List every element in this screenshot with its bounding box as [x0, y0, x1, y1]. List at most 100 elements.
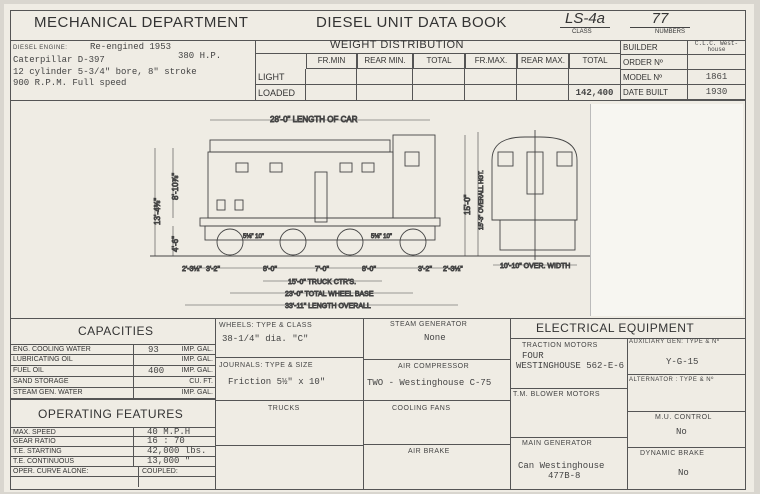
wheelbase-label: 23'-0" TOTAL WHEEL BASE: [285, 291, 374, 298]
weight-cell: [306, 69, 357, 85]
main-generator-value: Can Westinghouse: [518, 461, 605, 471]
capacity-unit: IMP. GAL.: [181, 389, 213, 396]
weight-cell: [357, 69, 413, 85]
divider: [363, 359, 511, 401]
builder-row-value: 1930: [688, 85, 746, 100]
axle-label: 5⅛" 10": [243, 234, 264, 240]
blower-motors-label: T.M. BLOWER MOTORS: [513, 391, 601, 398]
locomotive-drawing: 28'-0" LENGTH OF CAR 13'-4⅜" 8'-10⅞" 4'-…: [150, 115, 590, 310]
capacity-label: ENG. COOLING WATER: [13, 346, 91, 353]
weight-cell: [517, 69, 569, 85]
coupled-label: COUPLED:: [142, 468, 178, 475]
traction-motors-label: TRACTION MOTORS: [522, 342, 598, 349]
height-label: 15'-3" OVERALL HGT.: [479, 170, 485, 230]
capacity-label: LUBRICATING OIL: [13, 356, 73, 363]
operating-value: 42,000 lbs.: [147, 446, 207, 456]
height-label: 15'-0": [463, 194, 472, 215]
operating-title: OPERATING FEATURES: [38, 407, 184, 421]
weight-column-header: TOTAL: [413, 53, 465, 69]
dimension-lines: [154, 119, 577, 306]
department-title: MECHANICAL DEPARTMENT: [34, 14, 249, 31]
capacity-value: 93: [148, 345, 159, 355]
engine-label: DIESEL ENGINE:: [13, 45, 68, 51]
divider: [627, 338, 628, 490]
divider: [215, 445, 364, 446]
engine-line: Re-engined 1953: [90, 42, 172, 52]
auxiliary-section: [363, 318, 511, 490]
dynamic-brake-value: No: [678, 468, 689, 478]
operating-label: T.E. CONTINUOUS: [13, 458, 75, 465]
builder-row-label: DATE BUILT: [620, 85, 688, 100]
dim-label: 8'-0": [263, 266, 277, 273]
book-title: DIESEL UNIT DATA BOOK: [316, 14, 507, 31]
weight-column-header: FR.MIN: [306, 53, 357, 69]
dynamic-brake-label: DYNAMIC BRAKE: [640, 450, 705, 457]
builder-row-value: [688, 55, 746, 70]
builder-row-label: BUILDER: [620, 40, 688, 55]
capacities-title: CAPACITIES: [78, 324, 154, 338]
trucks-label: TRUCKS: [268, 405, 300, 412]
steam-generator-label: STEAM GENERATOR: [390, 321, 468, 328]
capacity-label: FUEL OIL: [13, 367, 44, 374]
operating-row: T.E. STARTING 42,000 lbs.: [10, 446, 216, 457]
oper-curve-label: OPER. CURVE ALONE:: [13, 468, 89, 475]
weight-title: WEIGHT DISTRIBUTION: [330, 39, 464, 51]
divider: [510, 338, 746, 339]
class-value: LS-4a: [560, 10, 610, 28]
builder-row-value: 1861: [688, 70, 746, 85]
divider: [510, 388, 628, 389]
electrical-section: [510, 318, 746, 490]
journals-label: JOURNALS: TYPE & SIZE: [219, 362, 314, 369]
operating-label: GEAR RATIO: [13, 438, 56, 445]
weight-cell: [569, 69, 621, 85]
divider: [627, 447, 746, 448]
weight-cell: [357, 85, 413, 101]
aux-generator-value: Y-G-15: [666, 357, 699, 367]
divider: [10, 399, 216, 400]
weight-cell: [413, 69, 465, 85]
air-compressor-label: AIR COMPRESSOR: [398, 363, 470, 370]
air-brake-label: AIR BRAKE: [408, 448, 450, 455]
electrical-title: ELECTRICAL EQUIPMENT: [536, 321, 695, 335]
wheels-label: WHEELS: TYPE & CLASS: [219, 322, 313, 329]
journals-value: Friction 5½" x 10": [228, 377, 326, 387]
axle-label: 5⅛" 10": [371, 234, 392, 240]
traction-motors-count: FOUR: [522, 351, 544, 361]
dim-label: 3'-2": [206, 266, 220, 273]
operating-label: T.E. STARTING: [13, 448, 62, 455]
traction-motors-model: WESTINGHOUSE 562-E-6: [516, 361, 625, 371]
capacity-label: SAND STORAGE: [13, 378, 69, 385]
builder-row-value: C.L.C. West-house: [688, 40, 746, 55]
class-label: CLASS: [572, 29, 592, 35]
capacity-unit: IMP. GAL.: [181, 367, 213, 374]
side-elevation: [150, 134, 590, 257]
divider: [510, 437, 628, 438]
operating-value: 16 : 70: [147, 436, 185, 446]
dim-label: 2'-3½": [443, 265, 463, 273]
height-label: 4'-6": [171, 236, 180, 252]
operating-value: 40 M.P.H: [147, 427, 191, 437]
length-of-car-label: 28'-0" LENGTH OF CAR: [270, 115, 358, 124]
divider: [363, 444, 511, 445]
divider: [255, 53, 621, 54]
width-label: 10'-10" OVER. WIDTH: [500, 263, 570, 270]
weight-cell: [465, 69, 517, 85]
number-value: 77: [630, 10, 690, 28]
truck-centers-label: 15'-0" TRUCK CTR'S.: [288, 279, 356, 286]
height-label: 13'-4⅜": [153, 198, 162, 225]
builder-row-label: ORDER Nº: [620, 55, 688, 70]
weight-row-label: LIGHT: [255, 69, 306, 85]
mu-control-value: No: [676, 427, 687, 437]
weight-column-header: REAR MIN.: [357, 53, 413, 69]
operating-value: 13,000 ": [147, 456, 191, 466]
weight-cell: [517, 85, 569, 101]
weight-cell: 142,400: [569, 85, 621, 101]
dim-label: 3'-2": [418, 266, 432, 273]
weight-cell: [465, 85, 517, 101]
operating-row: GEAR RATIO 16 : 70: [10, 436, 216, 447]
